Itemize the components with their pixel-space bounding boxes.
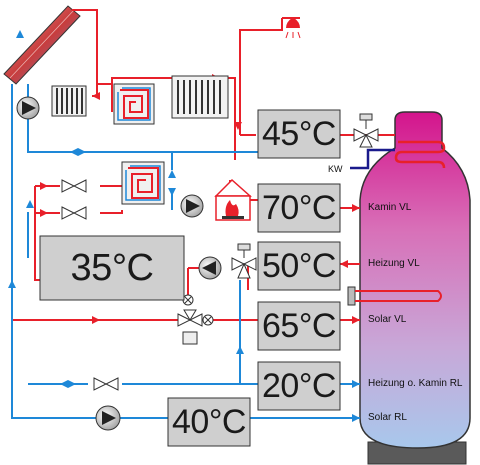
arrow-icon (8, 280, 16, 288)
temp-solar-return: 40°C (172, 402, 246, 441)
valve-icon[interactable] (182, 294, 194, 306)
temp-heating-return: 20°C (262, 366, 336, 405)
thermostatic-mixer-icon[interactable] (353, 113, 379, 148)
label-fireplace-flow: Kamin VL (368, 202, 412, 213)
temp-warm-water: 45°C (262, 114, 336, 153)
solar-collector-icon (3, 5, 81, 85)
arrow-icon (352, 414, 360, 422)
flow-arrows (8, 30, 360, 422)
three-way-valve-icon[interactable] (231, 243, 257, 279)
arrow-icon (40, 209, 48, 217)
arrow-icon (68, 380, 76, 388)
valve-icon[interactable] (202, 314, 214, 326)
floor-heating-coil-icon (113, 83, 155, 125)
arrow-icon (92, 92, 100, 100)
arrow-icon (60, 380, 68, 388)
arrow-icon (16, 30, 24, 38)
heating-rod-icon (347, 286, 442, 306)
motorized-valve-icon[interactable] (177, 309, 203, 345)
cold-water-pipe (350, 148, 395, 170)
arrow-icon (78, 148, 86, 156)
label-solar-return: Solar RL (368, 412, 407, 423)
label-solar-flow: Solar VL (368, 314, 407, 325)
heat-exchanger-icon (394, 140, 446, 169)
arrow-icon (352, 316, 360, 324)
radiator-icon (171, 75, 229, 119)
label-cold-water: KW (328, 164, 343, 174)
label-heating-return: Heizung o. Kamin RL (368, 378, 463, 389)
arrow-icon (236, 346, 244, 354)
temp-fireplace: 70°C (262, 188, 336, 227)
arrow-icon (352, 380, 360, 388)
arrow-icon (234, 122, 242, 130)
storage-tank (347, 111, 471, 465)
pump-icon[interactable] (198, 256, 222, 280)
radiator-icon (51, 85, 87, 117)
label-heating-flow: Heizung VL (368, 258, 420, 269)
arrow-icon (26, 200, 34, 208)
valve-icon[interactable] (61, 179, 87, 193)
tank-body (359, 111, 471, 449)
arrow-icon (70, 148, 78, 156)
temp-solar-flow: 65°C (262, 306, 336, 345)
temperature-box-frames (39, 109, 341, 447)
arrow-icon (340, 260, 348, 268)
arrow-icon (92, 316, 100, 324)
shower-icon (282, 17, 301, 39)
pump-icon[interactable] (95, 405, 121, 431)
pump-icon[interactable] (180, 194, 204, 218)
arrow-icon (352, 204, 360, 212)
arrow-icon (168, 188, 176, 196)
arrow-icon (40, 182, 48, 190)
fireplace-icon (214, 178, 252, 221)
temp-heating-flow: 50°C (262, 246, 336, 285)
valve-icon[interactable] (61, 206, 87, 220)
floor-heating-coil-icon (121, 161, 165, 205)
temp-floor-heating: 35°C (70, 246, 154, 289)
arrow-icon (168, 170, 176, 178)
valve-icon[interactable] (93, 377, 119, 391)
pump-icon[interactable] (16, 96, 40, 120)
